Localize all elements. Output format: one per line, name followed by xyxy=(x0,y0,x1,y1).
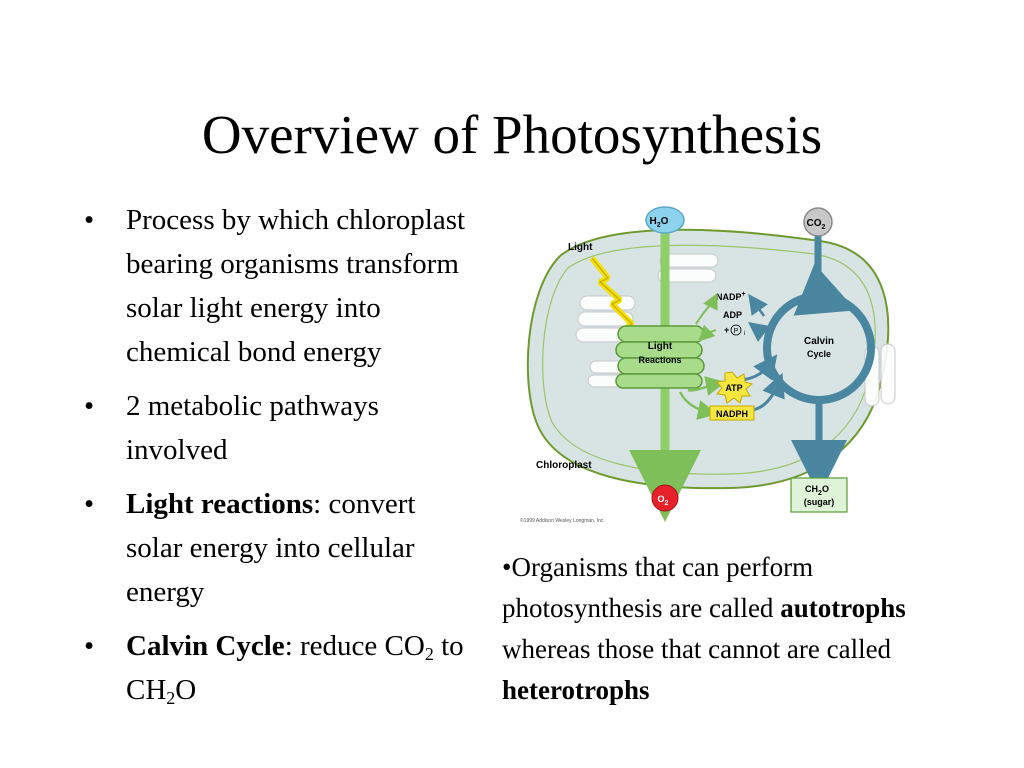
calvin-label-2: Cycle xyxy=(807,349,831,359)
svg-text:CH2O: CH2O xyxy=(805,484,829,497)
formula-end: O xyxy=(175,674,197,706)
autotroph-note: •Organisms that can perform photosynthes… xyxy=(502,547,942,711)
h2o-end: O xyxy=(661,216,669,227)
phosphate-subscript: i xyxy=(744,331,745,337)
bullet-list: • Process by which chloroplast bearing o… xyxy=(84,198,469,722)
note-term-autotrophs: autotrophs xyxy=(780,593,906,623)
atp-label: ATP xyxy=(725,383,742,393)
o2-label: O xyxy=(658,494,665,504)
h2o-label: H xyxy=(650,216,657,227)
bullet-item: • Process by which chloroplast bearing o… xyxy=(84,198,469,374)
ch2o-subscript: 2 xyxy=(818,490,822,497)
bullet-item: • Light reactions: convert solar energy … xyxy=(84,482,469,614)
bullet-term: Light reactions xyxy=(126,488,314,520)
co2-node: CO2 xyxy=(803,207,833,237)
note-term-heterotrophs: heterotrophs xyxy=(502,675,650,705)
co2-label: CO xyxy=(807,218,822,229)
slide-title: Overview of Photosynthesis xyxy=(201,104,823,165)
chloroplast-label: Chloroplast xyxy=(536,460,592,471)
bullet-glyph: • xyxy=(84,630,95,662)
bullet-glyph: • xyxy=(84,488,95,520)
h2o-node: H2O xyxy=(645,206,685,234)
bullet-glyph: • xyxy=(84,390,95,422)
ch2o-end: O xyxy=(822,484,829,494)
nadph-label: NADPH xyxy=(716,409,748,419)
bullet-text: Process by which chloroplast bearing org… xyxy=(126,204,466,368)
bullet-text: 2 metabolic pathways involved xyxy=(126,390,379,466)
calvin-label-1: Calvin xyxy=(804,336,834,347)
svg-text:O2: O2 xyxy=(658,494,669,507)
photosynthesis-diagram: H2O CO2 Calvin Cycle Light Light Reactio… xyxy=(520,206,896,524)
h2o-subscript: 2 xyxy=(657,222,661,229)
formula-subscript: 2 xyxy=(166,688,176,709)
co2-subscript: 2 xyxy=(822,224,826,231)
bullet-term: Calvin Cycle xyxy=(126,630,285,662)
formula-co: CO xyxy=(384,630,425,662)
sugar-label: (sugar) xyxy=(804,497,835,507)
light-reactions-label-2: Reactions xyxy=(638,355,681,365)
formula-subscript: 2 xyxy=(424,644,434,665)
light-reactions-label-1: Light xyxy=(648,341,673,352)
atp-node: ATP xyxy=(716,371,754,404)
sugar-node: CH2O (sugar) xyxy=(790,477,848,513)
nadp-label: NADP+ xyxy=(716,291,746,302)
light-label: Light xyxy=(568,242,593,253)
adp-label: ADP xyxy=(723,310,742,320)
bullet-glyph: • xyxy=(84,204,95,236)
bullet-item: • 2 metabolic pathways involved xyxy=(84,384,469,472)
phosphate-circle xyxy=(730,324,742,336)
o2-subscript: 2 xyxy=(665,500,669,507)
svg-text:CO2: CO2 xyxy=(807,218,826,231)
note-text: whereas those that cannot are called xyxy=(502,634,892,664)
nadph-node: NADPH xyxy=(709,405,755,421)
bullet-item: • Calvin Cycle: reduce CO2 to CH2O xyxy=(84,624,469,712)
bullet-text: to CH xyxy=(126,630,464,706)
copyright-text: ©1999 Addison Wesley Longman, Inc. xyxy=(520,517,605,524)
phosphate-label: P xyxy=(734,328,739,335)
light-reactions-stack: Light Reactions xyxy=(615,325,705,389)
bullet-text: : reduce xyxy=(284,630,385,662)
note-text: •Organisms that can perform photosynthes… xyxy=(502,552,814,623)
o2-node: O2 xyxy=(651,484,679,512)
bullet-text: : convert solar energy into cellular ene… xyxy=(126,488,416,608)
ch2o-label: CH xyxy=(805,484,818,494)
svg-text:H2O: H2O xyxy=(650,216,669,229)
plus-sign: + xyxy=(724,325,729,335)
